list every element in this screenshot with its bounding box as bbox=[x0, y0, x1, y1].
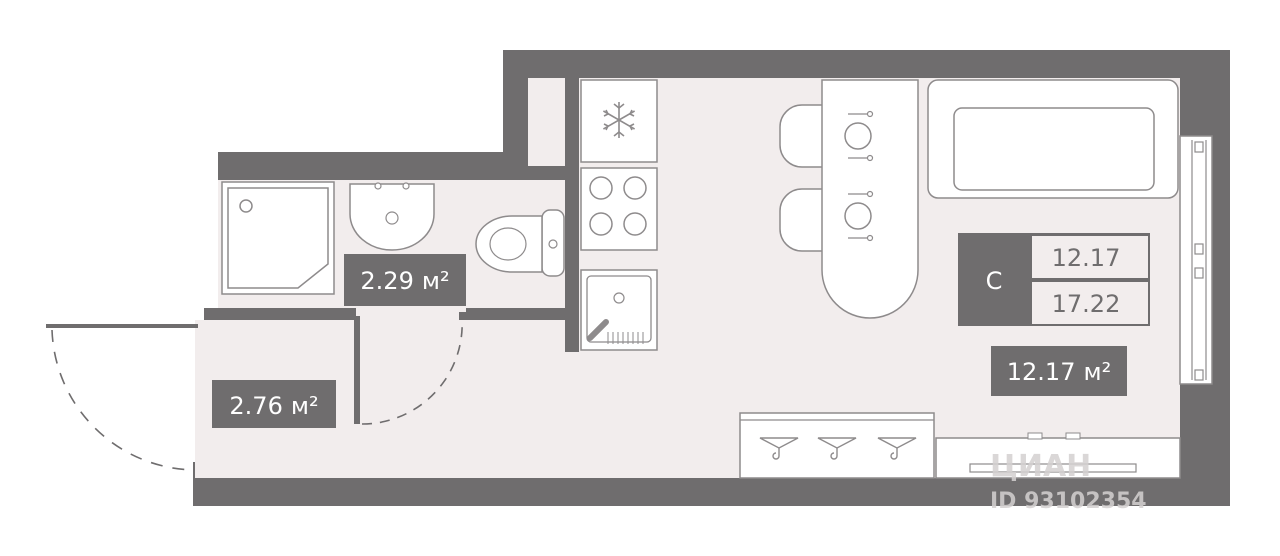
bathroom-area-text: 2.29 м² bbox=[360, 267, 449, 295]
tv-knob-2 bbox=[1065, 432, 1081, 440]
tv-screen bbox=[969, 463, 1137, 473]
hall-area-unit: м² bbox=[291, 392, 319, 420]
toilet-flush bbox=[548, 239, 558, 249]
entrance-door-swing bbox=[51, 329, 196, 471]
basin-tap-left bbox=[374, 182, 382, 190]
shower-tray-inner bbox=[227, 187, 329, 289]
stove-burner-2 bbox=[623, 176, 647, 200]
summary-badge: С 12.17 17.22 bbox=[958, 233, 1150, 326]
dining-area bbox=[779, 79, 919, 319]
snowflake-icon bbox=[603, 102, 635, 138]
window bbox=[1179, 135, 1213, 385]
sink-drainboard bbox=[607, 332, 644, 344]
bathroom-area-label: 2.29 м² bbox=[344, 254, 466, 306]
living-area-bg bbox=[991, 346, 1127, 396]
hangers bbox=[759, 437, 917, 460]
entrance-door-leaf bbox=[46, 324, 198, 328]
hall-area-label: 2.76 м² bbox=[212, 380, 336, 428]
bathroom-door bbox=[361, 312, 467, 425]
basin-drain bbox=[385, 211, 399, 225]
sink-drain bbox=[613, 292, 625, 304]
stove bbox=[580, 167, 658, 251]
watermark-id: ID 93102354 bbox=[990, 489, 1147, 514]
wardrobe bbox=[739, 412, 935, 479]
hall-area-value: 2.76 bbox=[229, 392, 282, 420]
toilet-seat bbox=[489, 227, 527, 261]
wall-bath-right bbox=[466, 308, 565, 320]
sofa bbox=[927, 79, 1179, 199]
fridge bbox=[580, 79, 658, 163]
living-area-value: 12.17 bbox=[1007, 358, 1076, 386]
hall-area-text: 2.76 м² bbox=[229, 392, 318, 420]
wall-hall-divider bbox=[354, 316, 360, 424]
plate-1 bbox=[844, 122, 872, 150]
window-frame bbox=[1179, 135, 1213, 385]
basin-tap-right bbox=[402, 182, 410, 190]
bathroom-door-swing bbox=[361, 317, 463, 425]
stove-burner-3 bbox=[589, 212, 613, 236]
bathroom-area-unit: м² bbox=[422, 267, 450, 295]
tv-knob-1 bbox=[1027, 432, 1043, 440]
sink-faucet bbox=[587, 319, 609, 341]
entrance-door bbox=[46, 324, 198, 471]
summary-living-area: 12.17 bbox=[1052, 244, 1121, 272]
wardrobe-body bbox=[739, 412, 935, 479]
inner-walls bbox=[204, 78, 579, 424]
bathroom-area-bg bbox=[344, 254, 466, 306]
shower-drain bbox=[239, 199, 253, 213]
wall-bath-left bbox=[204, 308, 356, 320]
bathroom-area-value: 2.29 bbox=[360, 267, 413, 295]
summary-living-cell bbox=[1032, 236, 1148, 278]
wall-niche-bottom bbox=[503, 166, 565, 180]
sofa-seat bbox=[953, 107, 1155, 191]
watermark-brand: ЦИАН bbox=[990, 449, 1091, 484]
summary-total-cell bbox=[1032, 282, 1148, 324]
watermark: ЦИАН ID 93102354 bbox=[990, 449, 1147, 514]
summary-total-area: 17.22 bbox=[1052, 290, 1121, 318]
living-area-unit: м² bbox=[1083, 358, 1111, 386]
window-handles bbox=[1194, 141, 1204, 381]
tv-cabinet bbox=[935, 432, 1181, 479]
bathroom-door-jamb bbox=[459, 312, 467, 320]
hall-area-bg bbox=[212, 380, 336, 428]
wash-basin bbox=[349, 182, 435, 251]
wall-kitchen-partition bbox=[565, 78, 579, 352]
toilet bbox=[475, 209, 565, 277]
stove-burner-1 bbox=[589, 176, 613, 200]
kitchen-sink bbox=[580, 269, 658, 351]
stove-burner-4 bbox=[623, 212, 647, 236]
summary-badge-letter: С bbox=[986, 267, 1003, 295]
shower bbox=[221, 181, 335, 295]
cutlery bbox=[848, 110, 874, 242]
plate-2 bbox=[844, 202, 872, 230]
